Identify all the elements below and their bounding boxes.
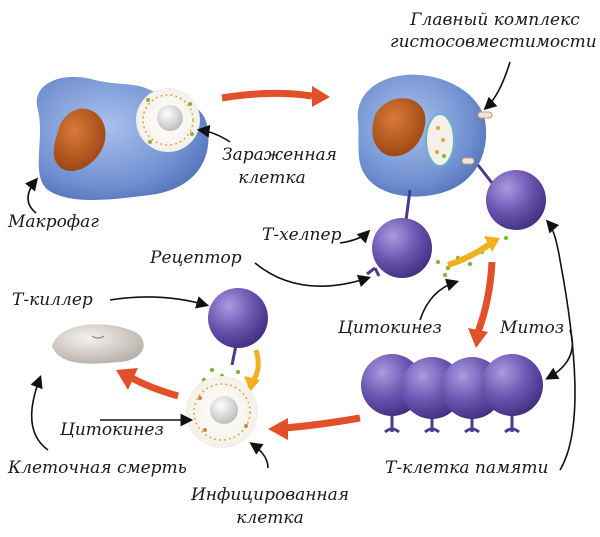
flow-arrowhead-3 xyxy=(268,418,288,440)
antigen-presenting-cell xyxy=(357,74,493,197)
flow-arrowhead-4 xyxy=(116,368,138,390)
yellow-arrow-top xyxy=(447,241,492,268)
label-t-killer: Т-киллер xyxy=(12,290,93,310)
label-mhc-line1: Главный комплекс xyxy=(410,10,580,30)
label-t-helper: Т-хелпер xyxy=(262,225,342,245)
pointer-lines xyxy=(25,61,576,471)
infected-cell xyxy=(186,376,258,448)
flow-arrow-3 xyxy=(284,414,361,432)
yellow-arrowhead-bottom xyxy=(244,376,260,392)
dead-cell xyxy=(52,324,144,364)
flow-arrowhead-2 xyxy=(468,328,488,348)
flow-arrow-2 xyxy=(474,261,496,334)
label-mhc-line2: гистосовместимости xyxy=(390,32,597,52)
yellow-arrow-bottom xyxy=(249,349,261,384)
label-cytokines-bottom: Цитокинез xyxy=(60,420,164,440)
label-infected-cell-line2: клетка xyxy=(238,168,306,188)
label-macrophage: Макрофаг xyxy=(8,212,99,232)
label-infected-cell-2-line2: клетка xyxy=(236,508,304,528)
t-cell-top-right xyxy=(476,164,546,230)
flow-arrowhead-1 xyxy=(312,86,330,107)
flow-arrow-4 xyxy=(130,374,179,400)
label-infected-cell-line1: Зараженная xyxy=(222,145,337,165)
memory-t-cells xyxy=(361,354,543,434)
label-cytokines-top: Цитокинез xyxy=(338,318,442,338)
yellow-arrowhead-top xyxy=(484,236,500,252)
flow-arrow-1 xyxy=(221,89,313,102)
engulfed-infected-cell xyxy=(136,88,200,152)
t-helper-cell xyxy=(372,189,432,278)
label-infected-cell-2-line1: Инфицированная xyxy=(190,485,350,505)
label-memory-t-cell: Т-клетка памяти xyxy=(385,458,549,478)
receptor-marker xyxy=(366,266,381,277)
label-receptor: Рецептор xyxy=(150,248,242,268)
t-killer-cell xyxy=(208,288,268,366)
label-mitosis: Митоз xyxy=(500,318,564,338)
label-cell-death: Клеточная смерть xyxy=(8,458,187,478)
